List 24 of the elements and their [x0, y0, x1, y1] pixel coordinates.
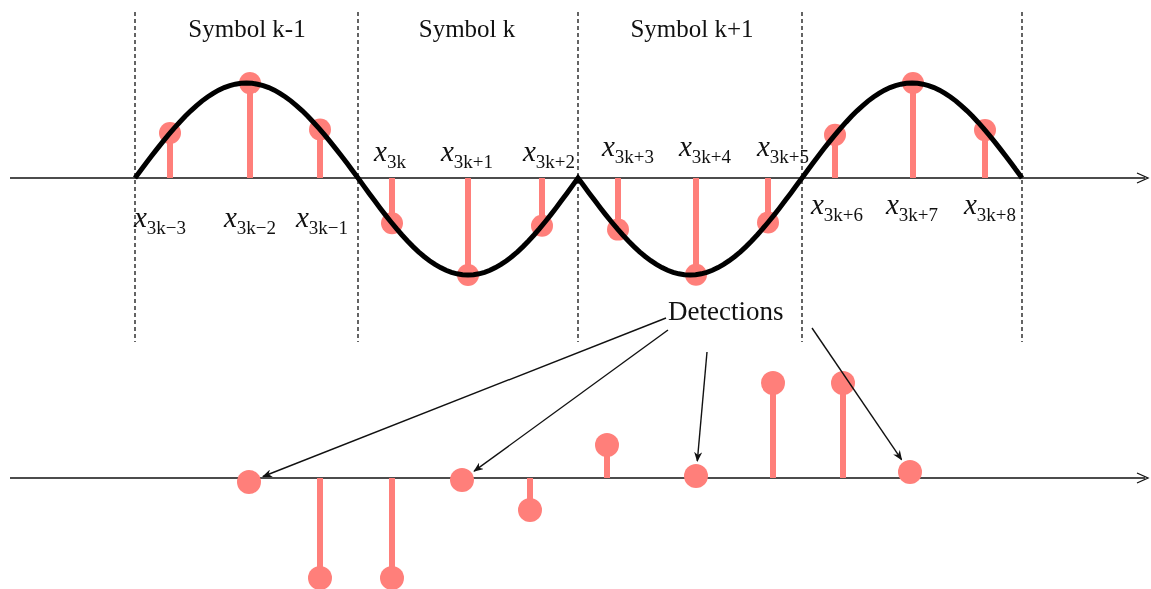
arrow — [473, 329, 669, 472]
sample-label: x$_{3k+4}$ — [678, 132, 732, 166]
arrow — [262, 317, 667, 478]
sample-label: x$_{3k+1}$ — [440, 137, 494, 171]
sample-label: x$_{3k+7}$ — [885, 190, 939, 224]
symbol-label: Symbol k — [418, 16, 516, 41]
arrow — [811, 327, 903, 461]
sample-label: x$_{3k+6}$ — [810, 190, 864, 224]
sample-label: x$_{3k+8}$ — [963, 190, 1017, 224]
arrow — [694, 351, 708, 463]
sample-label: x$_{3k−1}$ — [295, 203, 349, 237]
sample-dot — [450, 468, 474, 492]
sample-dot — [898, 460, 922, 484]
sample-label: x$_{3k+5}$ — [756, 132, 810, 166]
symbol-label: Symbol k-1 — [188, 16, 306, 41]
sample-label: x$_{3k+2}$ — [522, 137, 576, 171]
sample-label: x$_{3k−3}$ — [133, 203, 187, 237]
sample-label: x$_{3k+3}$ — [601, 132, 655, 166]
sample-label: x$_{3k}$ — [374, 137, 406, 171]
sample-label: x$_{3k−2}$ — [223, 203, 277, 237]
sample-dot — [684, 464, 708, 488]
symbol-label: Symbol k+1 — [630, 16, 754, 41]
sample-dot — [237, 470, 261, 494]
annotation-text: Detections — [668, 298, 784, 325]
